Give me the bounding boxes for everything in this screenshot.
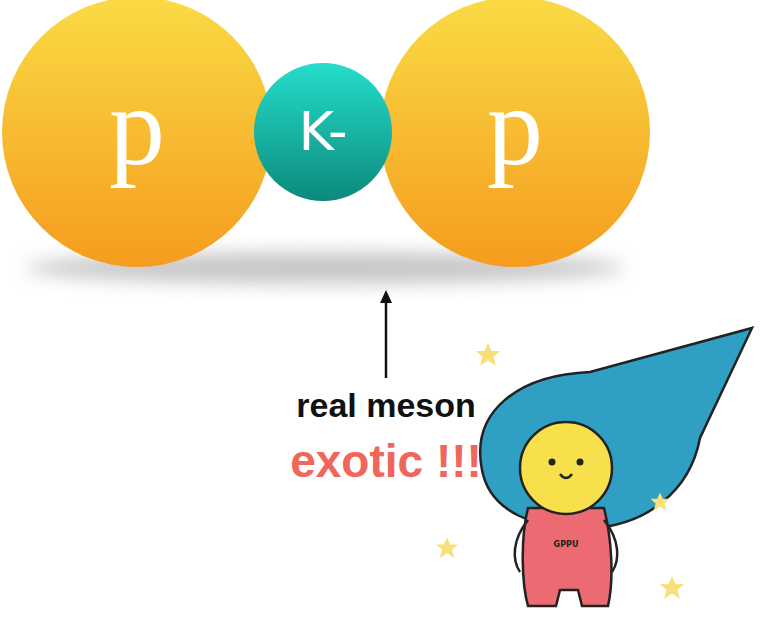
kaon-circle: K- [254, 63, 392, 201]
mascot [480, 328, 752, 606]
highlight-note: exotic !!! [290, 434, 482, 488]
proton-circle: p [380, 0, 650, 267]
particle-symbol: K- [298, 105, 347, 159]
particle-symbol: p [109, 70, 165, 182]
particle-symbol: p [487, 70, 543, 182]
pointer-arrow [380, 290, 392, 378]
proton-circle: p [2, 0, 272, 267]
mascot-logo: GPPU [554, 540, 579, 549]
annotation: real meson [296, 386, 476, 425]
